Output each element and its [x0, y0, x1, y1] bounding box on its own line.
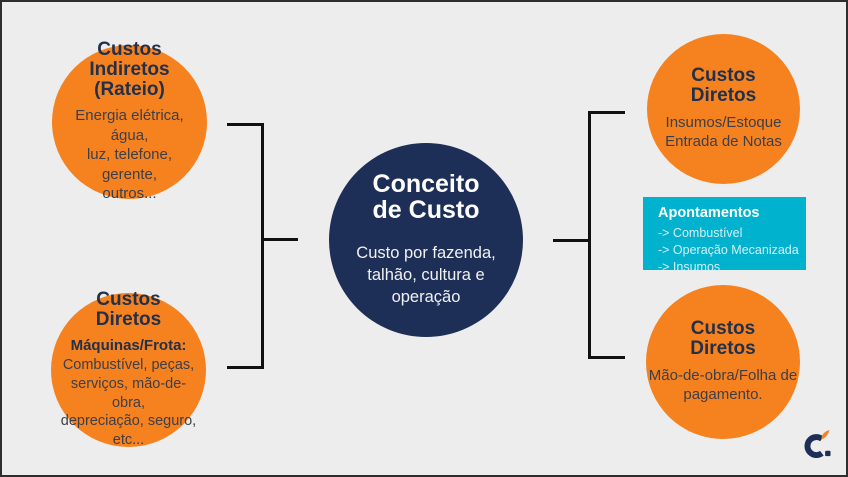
callout-title: Apontamentos: [658, 205, 760, 221]
node-body: Energia elétrica, água, luz, telefone, g…: [75, 107, 184, 203]
node-body: Insumos/Estoque Entrada de Notas: [665, 113, 782, 151]
node-title: Custos Indiretos (Rateio): [89, 39, 170, 100]
connector-right-bottom-arm: [588, 356, 625, 359]
connector-right-top-arm: [588, 111, 625, 114]
connector-left-bottom-arm: [227, 366, 264, 369]
connector-right-spine: [588, 111, 591, 359]
node-title: Custos Diretos: [95, 288, 162, 330]
node-custos-diretos-mao-de-obra: Custos Diretos Mão-de-obra/Folha de paga…: [646, 285, 800, 439]
node-body: Mão-de-obra/Folha de pagamento.: [648, 366, 798, 404]
node-custos-diretos-insumos: Custos Diretos Insumos/Estoque Entrada d…: [647, 34, 800, 184]
callout-item: -> Insumos: [658, 260, 721, 274]
node-lead: Máquinas/Frota:: [70, 337, 187, 355]
node-conceito-de-custo: Conceito de Custo Custo por fazenda, tal…: [329, 143, 523, 337]
callout-item: -> Combustível: [658, 226, 743, 240]
node-custos-indiretos-rateio: Custos Indiretos (Rateio) Energia elétri…: [52, 40, 207, 202]
node-title: Custos Diretos: [690, 65, 757, 106]
connector-left-top-arm: [227, 123, 264, 126]
callout-item: -> Operação Mecanizada: [658, 243, 799, 257]
connector-left-spine: [261, 123, 264, 369]
connector-right-center-arm: [553, 239, 591, 242]
node-body: Combustível, peças, serviços, mão-de-obr…: [60, 356, 197, 449]
node-custos-diretos-maquinas: Custos Diretos Máquinas/Frota: Combustív…: [51, 288, 206, 449]
brand-logo-icon: [801, 427, 837, 463]
node-title: Custos Diretos: [690, 318, 756, 359]
center-title: Conceito de Custo: [372, 169, 480, 225]
center-subtitle: Custo por fazenda, talhão, cultura e ope…: [356, 244, 496, 307]
apontamentos-callout: Apontamentos -> Combustível -> Operação …: [643, 197, 806, 274]
connector-left-center-arm: [261, 238, 298, 241]
